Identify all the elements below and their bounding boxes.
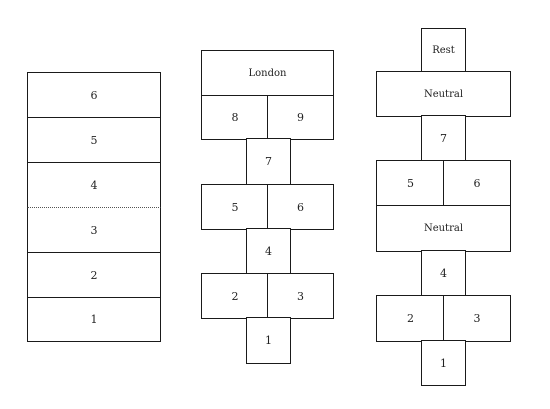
right-cell-2: 2 [376,295,445,342]
middle-cell-2: 2 [201,273,269,319]
middle-cell-3: 3 [267,273,334,319]
right-neutral-mid: Neutral [376,205,511,252]
right-neutral-top: Neutral [376,71,511,117]
middle-cell-6: 6 [267,184,334,230]
left-cell-5: 5 [27,117,161,164]
right-cell-1: 1 [421,340,466,386]
middle-cell-9: 9 [267,95,334,140]
middle-cell-1: 1 [246,317,291,364]
middle-cell-4: 4 [246,228,291,275]
middle-top-london: London [201,50,334,97]
right-cell-7: 7 [421,115,466,162]
middle-cell-8: 8 [201,95,269,140]
middle-cell-5: 5 [201,184,269,230]
left-cell-1: 1 [27,297,161,342]
right-cell-5: 5 [376,160,445,207]
left-cell-4: 4 [27,162,161,209]
right-cell-6: 6 [443,160,511,207]
right-top-rest: Rest [421,28,466,73]
left-cell-3: 3 [27,207,161,254]
left-cell-6: 6 [27,72,161,119]
middle-cell-7: 7 [246,138,291,185]
left-cell-2: 2 [27,252,161,299]
right-cell-4: 4 [421,250,466,297]
right-cell-3: 3 [443,295,511,342]
